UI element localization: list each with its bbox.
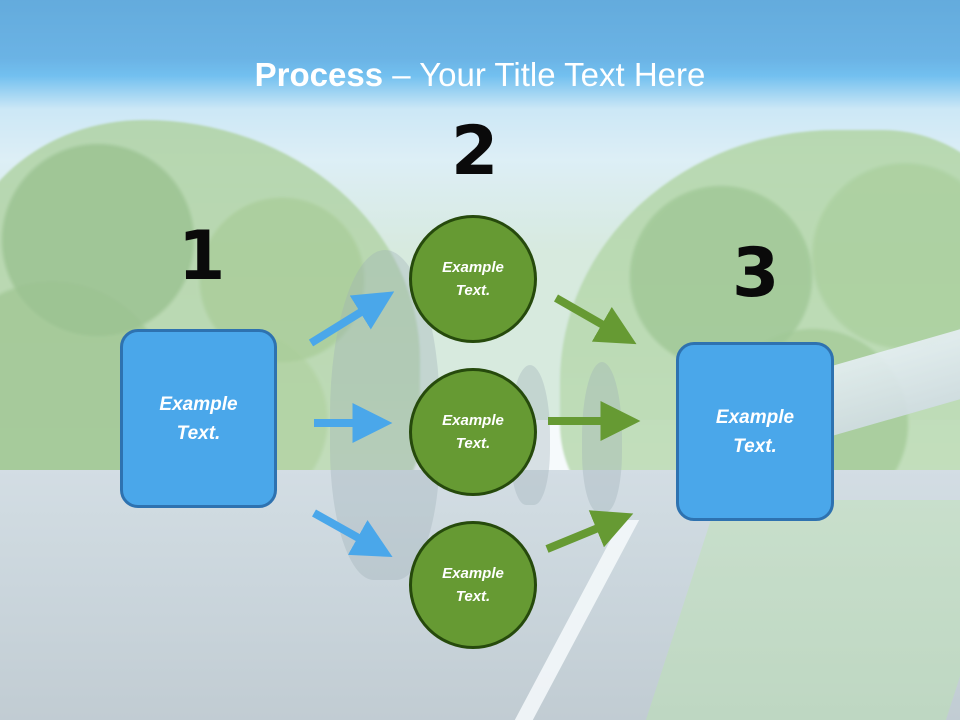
step-number-1: 1 xyxy=(178,217,226,296)
arrow-2a-to-3 xyxy=(554,294,637,345)
step-number-2: 2 xyxy=(451,112,499,191)
arrow-1-to-2a xyxy=(308,291,395,347)
arrow-2c-to-3 xyxy=(545,510,634,553)
arrow-1-to-2c xyxy=(312,509,393,558)
slide-title: Process – Your Title Text Here xyxy=(0,53,960,97)
title-bold: Process xyxy=(254,56,384,93)
title-rest: – Your Title Text Here xyxy=(383,56,706,93)
step-number-3: 3 xyxy=(732,234,780,313)
